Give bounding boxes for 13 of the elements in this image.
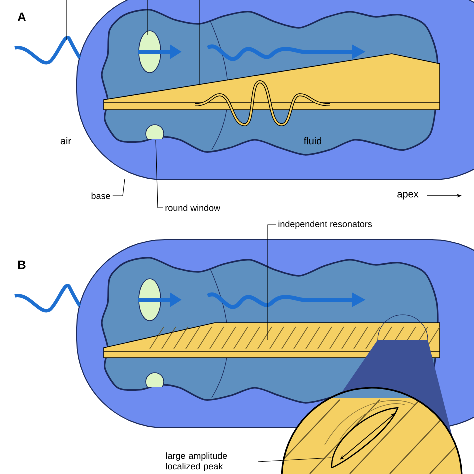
text-label: fluid (304, 137, 322, 145)
callout-label: base (92, 192, 110, 200)
text-label: air (60, 137, 72, 145)
leader-line (156, 140, 164, 208)
callout-label: round window (166, 204, 221, 212)
text-label: apex (398, 192, 419, 200)
leader-line (268, 224, 276, 340)
callout-label: independent resonators (278, 220, 372, 230)
leader-line (258, 458, 332, 462)
callout-label: large amplitude localized peak (166, 452, 228, 472)
bold-letter: B (18, 260, 26, 270)
leader-line (112, 178, 126, 196)
bold-letter: A (18, 12, 26, 22)
